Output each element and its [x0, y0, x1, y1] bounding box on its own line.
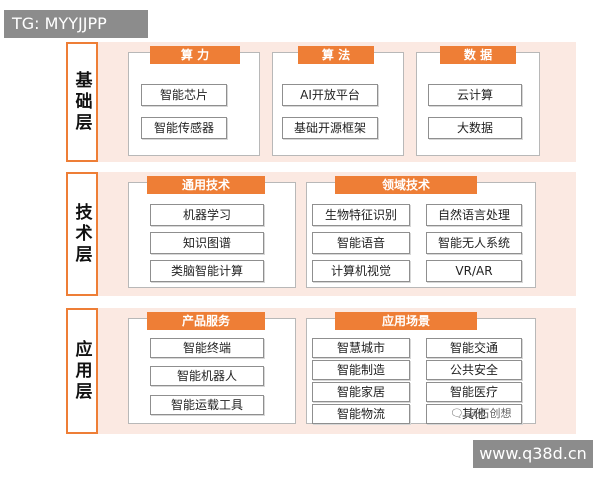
item-smart-manufacturing: 智能制造 [312, 360, 410, 380]
watermark-url: www.q38d.cn [473, 440, 593, 468]
item-smart-healthcare: 智能医疗 [426, 382, 522, 402]
tech-layer-label: 技术层 [66, 172, 98, 296]
item-open-source-framework: 基础开源框架 [282, 117, 378, 139]
item-smart-home: 智能家居 [312, 382, 410, 402]
item-vr-ar: VR/AR [426, 260, 522, 282]
item-machine-learning: 机器学习 [150, 204, 264, 226]
item-unmanned-systems: 智能无人系统 [426, 232, 522, 254]
item-knowledge-graph: 知识图谱 [150, 232, 264, 254]
base-layer-label: 基础层 [66, 42, 98, 162]
item-computer-vision: 计算机视觉 [312, 260, 410, 282]
group-compute-title: 算 力 [150, 46, 240, 64]
item-smart-terminal: 智能终端 [150, 338, 264, 358]
item-big-data: 大数据 [428, 117, 522, 139]
item-brain-inspired-computing: 类脑智能计算 [150, 260, 264, 282]
item-nlp: 自然语言处理 [426, 204, 522, 226]
item-smart-traffic: 智能交通 [426, 338, 522, 358]
item-smart-logistics: 智能物流 [312, 404, 410, 424]
group-algorithm-title: 算 法 [298, 46, 374, 64]
item-smart-sensor: 智能传感器 [141, 117, 227, 139]
group-products-title: 产品服务 [147, 312, 265, 330]
item-cloud-computing: 云计算 [428, 84, 522, 106]
group-general-tech-title: 通用技术 [147, 176, 265, 194]
item-biometrics: 生物特征识别 [312, 204, 410, 226]
group-domain-tech-title: 领域技术 [335, 176, 477, 194]
item-smart-chip: 智能芯片 [141, 84, 227, 106]
group-data-title: 数 据 [440, 46, 516, 64]
watermark-logo: 🗨 灰石创想 [450, 407, 512, 420]
item-smart-city: 智慧城市 [312, 338, 410, 358]
app-layer-label: 应用层 [66, 308, 98, 434]
item-smart-robot: 智能机器人 [150, 366, 264, 386]
group-scenarios-title: 应用场景 [335, 312, 477, 330]
item-smart-voice: 智能语音 [312, 232, 410, 254]
item-ai-open-platform: AI开放平台 [282, 84, 378, 106]
item-other: 其他 [426, 404, 522, 424]
item-smart-vehicle: 智能运载工具 [150, 395, 264, 415]
item-public-safety: 公共安全 [426, 360, 522, 380]
watermark-tag: TG: MYYJJPP [4, 10, 148, 38]
